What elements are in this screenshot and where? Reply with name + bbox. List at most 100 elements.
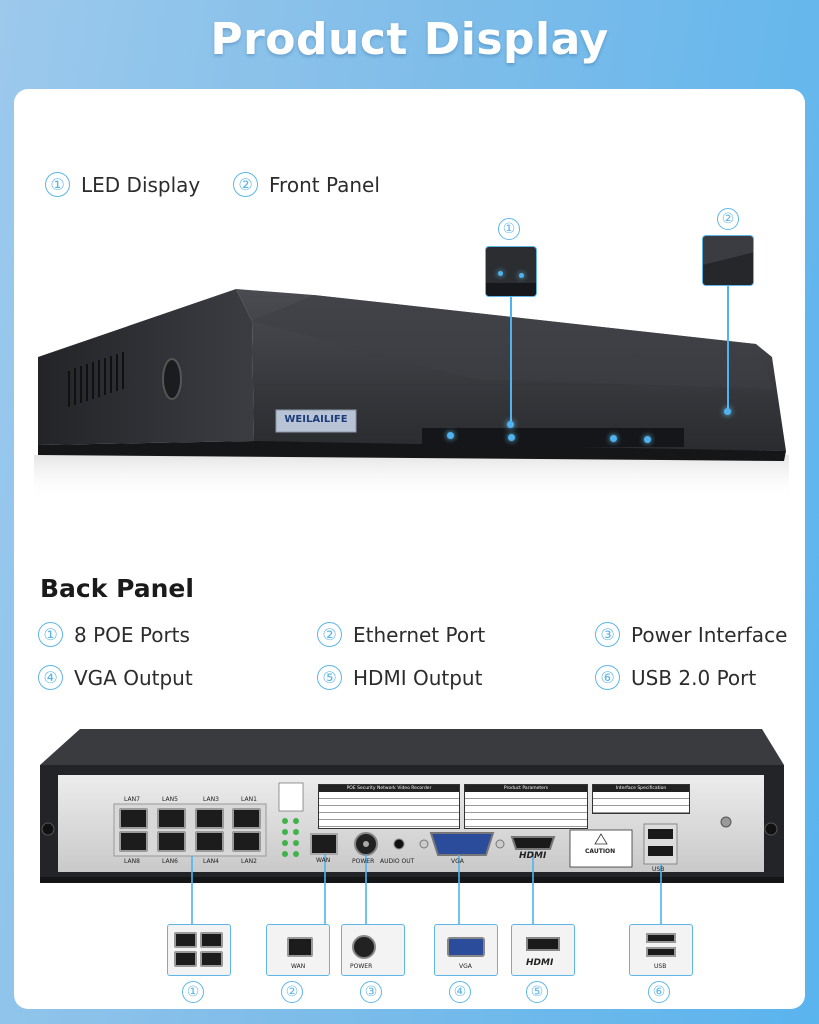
port-label-lan8: LAN8 (124, 858, 140, 865)
back-panel-heading: Back Panel (40, 574, 194, 603)
number-badge: ① (38, 622, 63, 647)
port-label-vga: VGA (459, 963, 472, 970)
led-indicator (498, 271, 503, 276)
led-indicator (644, 436, 651, 443)
label-text: HDMI Output (353, 665, 483, 690)
zoom-vga-output: VGA (434, 924, 498, 976)
lan-port (200, 951, 223, 967)
spec-table-parameters: Product Parameters (464, 784, 588, 829)
lan-port (119, 831, 148, 852)
port-label-lan1: LAN1 (241, 796, 257, 803)
label-front-panel: ② Front Panel (233, 172, 380, 197)
lan-port (157, 808, 186, 829)
label-usb-port: ⑥ USB 2.0 Port (595, 665, 756, 690)
number-badge: ③ (595, 622, 620, 647)
led-strip (486, 283, 536, 296)
port-label-vga: VGA (451, 858, 464, 865)
label-ethernet-port: ② Ethernet Port (317, 622, 485, 647)
number-badge: ⑥ (595, 665, 620, 690)
lan-port (200, 932, 223, 948)
lan-port (232, 831, 261, 852)
port-label-usb: USB (654, 963, 667, 970)
lan-port (119, 808, 148, 829)
label-text: Front Panel (269, 172, 380, 197)
marker-3: ③ (360, 981, 382, 1003)
label-text: LED Display (81, 172, 201, 197)
port-label-lan6: LAN6 (162, 858, 178, 865)
label-text: 8 POE Ports (74, 622, 190, 647)
lan-port (157, 831, 186, 852)
nvr-back-image (40, 729, 784, 924)
zoom-front-panel (702, 235, 754, 286)
pointer-line (727, 286, 729, 410)
marker-5: ⑤ (526, 981, 548, 1003)
marker-4: ④ (449, 981, 471, 1003)
port-label-power: POWER (350, 963, 373, 970)
zoom-power-interface: POWER (341, 924, 405, 976)
lan-port (195, 831, 224, 852)
number-badge: ⑤ (317, 665, 342, 690)
zoom-poe-ports (167, 924, 231, 976)
port-label-wan: WAN (316, 857, 331, 864)
label-text: Ethernet Port (353, 622, 486, 647)
usb-socket (646, 933, 676, 943)
number-badge: ① (45, 172, 70, 197)
port-label-wan: WAN (291, 963, 306, 970)
zoom-usb-port: USB (629, 924, 693, 976)
zoom-hdmi-output: HDMI (511, 924, 575, 976)
page-title: Product Display (210, 14, 609, 65)
port-label-lan5: LAN5 (162, 796, 178, 803)
hdmi-connector (526, 937, 560, 951)
vga-connector (447, 937, 485, 957)
zoom-led-display (485, 246, 537, 297)
spec-table-title: POE Security Network Video Recorder (319, 785, 459, 792)
port-label-lan3: LAN3 (203, 796, 219, 803)
number-badge: ② (317, 622, 342, 647)
port-label-lan4: LAN4 (203, 858, 219, 865)
lan-port (232, 808, 261, 829)
label-text: USB 2.0 Port (631, 665, 757, 690)
marker-2: ② (717, 208, 739, 230)
led-indicator (447, 432, 454, 439)
port-label-audio-out: AUDIO OUT (380, 858, 415, 865)
led-indicator (610, 435, 617, 442)
marker-6: ⑥ (648, 981, 670, 1003)
pointer-dot (507, 421, 514, 428)
spec-table-title: Interface Specification (593, 785, 689, 792)
spec-table-recorder: POE Security Network Video Recorder (318, 784, 460, 829)
power-socket (352, 935, 376, 959)
label-hdmi-output: ⑤ HDMI Output (317, 665, 482, 690)
port-label-lan2: LAN2 (241, 858, 257, 865)
label-led-display: ① LED Display (45, 172, 200, 197)
number-badge: ④ (38, 665, 63, 690)
label-vga-output: ④ VGA Output (38, 665, 193, 690)
port-label-usb: USB (652, 866, 665, 873)
zoom-ethernet-port: WAN (266, 924, 330, 976)
spec-table-title: Product Parameters (465, 785, 587, 792)
spec-table-interface: Interface Specification (592, 784, 690, 814)
lan-port (195, 808, 224, 829)
pointer-dot (724, 408, 731, 415)
label-text: VGA Output (74, 665, 193, 690)
lan-port (174, 951, 197, 967)
port-label-lan7: LAN7 (124, 796, 140, 803)
wan-port (287, 937, 313, 957)
label-poe-ports: ① 8 POE Ports (38, 622, 190, 647)
marker-1: ① (182, 981, 204, 1003)
usb-socket (646, 947, 676, 957)
caution-sticker-text: CAUTION (585, 848, 616, 855)
led-indicator (519, 273, 524, 278)
marker-1: ① (498, 218, 520, 240)
brand-logo: WEILAILIFE (284, 414, 348, 425)
led-indicator (508, 434, 515, 441)
pointer-line (510, 297, 512, 425)
port-label-power: POWER (352, 858, 375, 865)
label-power-interface: ③ Power Interface (595, 622, 787, 647)
hdmi-logo: HDMI (519, 851, 547, 861)
lan-port (174, 932, 197, 948)
product-card: ① LED Display ② Front Panel (14, 89, 805, 1009)
hdmi-logo: HDMI (526, 958, 554, 968)
number-badge: ② (233, 172, 258, 197)
marker-2: ② (281, 981, 303, 1003)
label-text: Power Interface (631, 622, 788, 647)
